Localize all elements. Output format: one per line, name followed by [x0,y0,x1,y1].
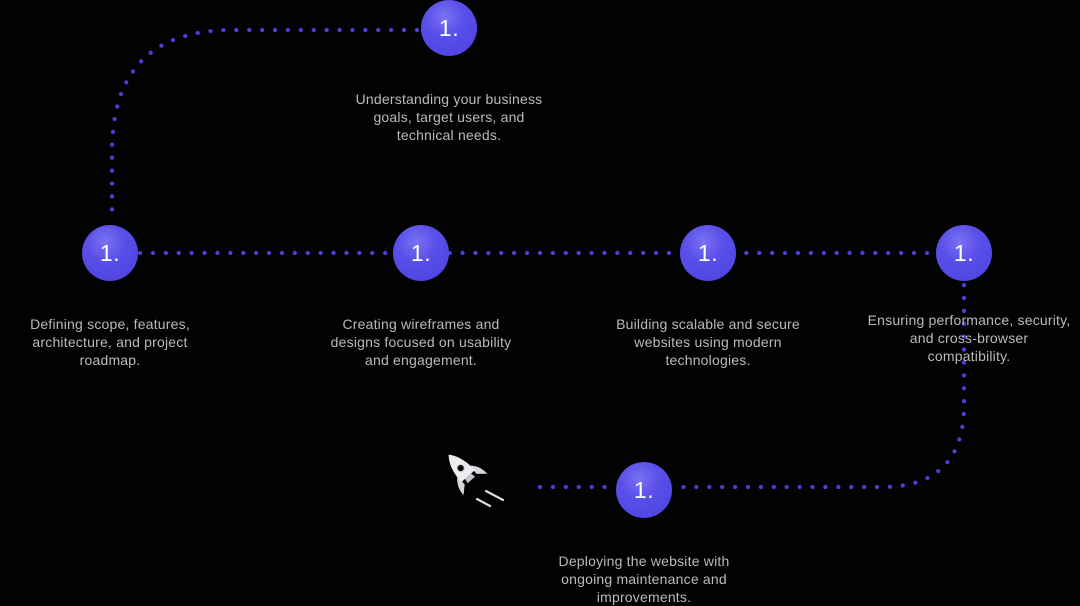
connector-top-to-left [109,27,420,225]
step-number: 1. [410,239,432,266]
step-node-design: 1. [393,225,449,281]
step-number: 1. [633,476,655,503]
rocket-icon [448,454,488,496]
step-description: Deploying the website with ongoing maint… [558,553,730,605]
step-node-development: 1. [680,225,736,281]
step-number: 1. [438,14,460,41]
step-node-discovery: 1. [421,0,477,56]
step-description: Creating wireframes and designs focused … [330,316,512,368]
connector-right-to-bottom [673,282,967,490]
step-description: Understanding your business goals, targe… [355,91,543,143]
step-node-testing: 1. [936,225,992,281]
step-description: Building scalable and secure websites us… [616,316,800,368]
step-number: 1. [697,239,719,266]
step-description: Ensuring performance, security, and cros… [867,312,1071,364]
rocket-speed-lines [475,489,505,508]
step-number: 1. [953,239,975,266]
step-node-launch: 1. [616,462,672,518]
step-description: Defining scope, features, architecture, … [30,316,190,368]
step-node-planning: 1. [82,225,138,281]
step-number: 1. [99,239,121,266]
